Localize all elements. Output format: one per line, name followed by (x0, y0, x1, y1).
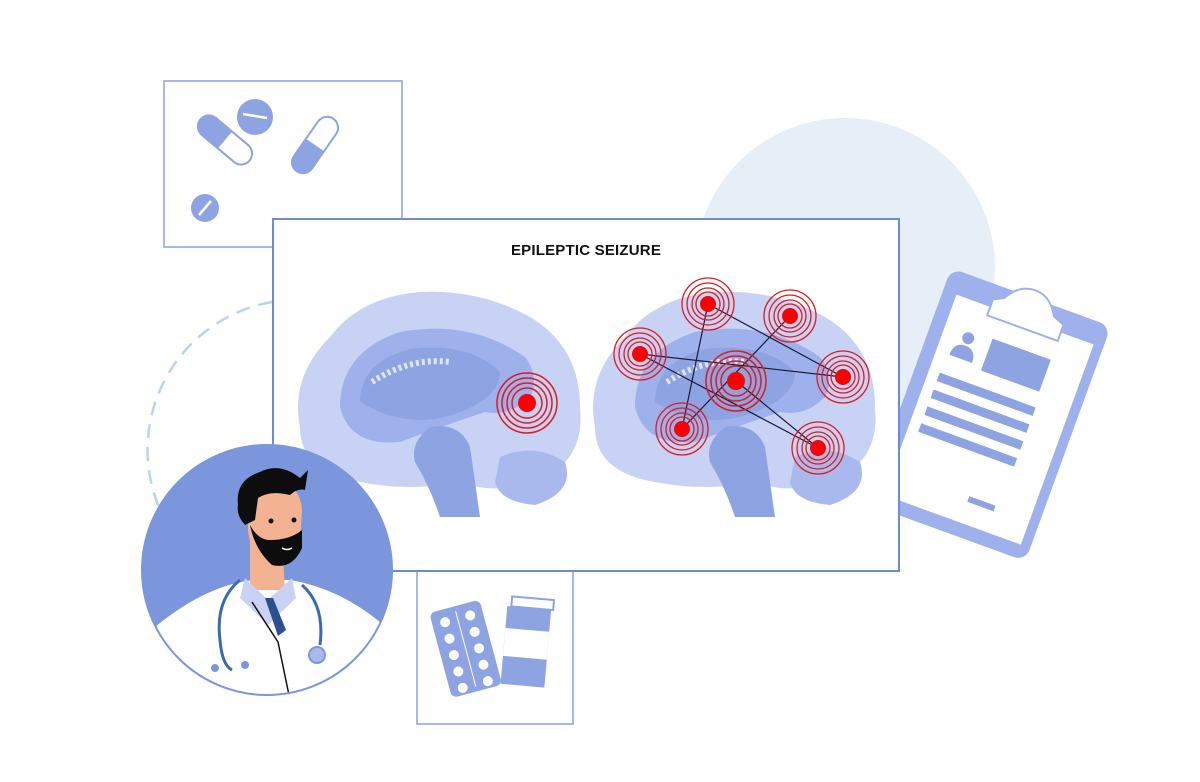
beard (250, 525, 302, 566)
doctor-head (237, 468, 308, 566)
capsule-icon (196, 114, 254, 166)
hair (237, 468, 308, 525)
pill-bottle-icon (500, 595, 556, 688)
small-tablet-icon (191, 194, 219, 222)
clipboard-clip (985, 287, 1065, 343)
dashed-arc (146, 300, 273, 521)
capsule-icon (290, 115, 340, 175)
tablet-icon (237, 99, 273, 135)
stethoscope (217, 578, 323, 672)
blister-pack-icon (430, 600, 501, 697)
diagram-title: EPILEPTIC SEIZURE (510, 242, 662, 259)
person-icon-body (949, 344, 974, 364)
tie (265, 598, 286, 636)
person-icon-head (962, 332, 975, 345)
